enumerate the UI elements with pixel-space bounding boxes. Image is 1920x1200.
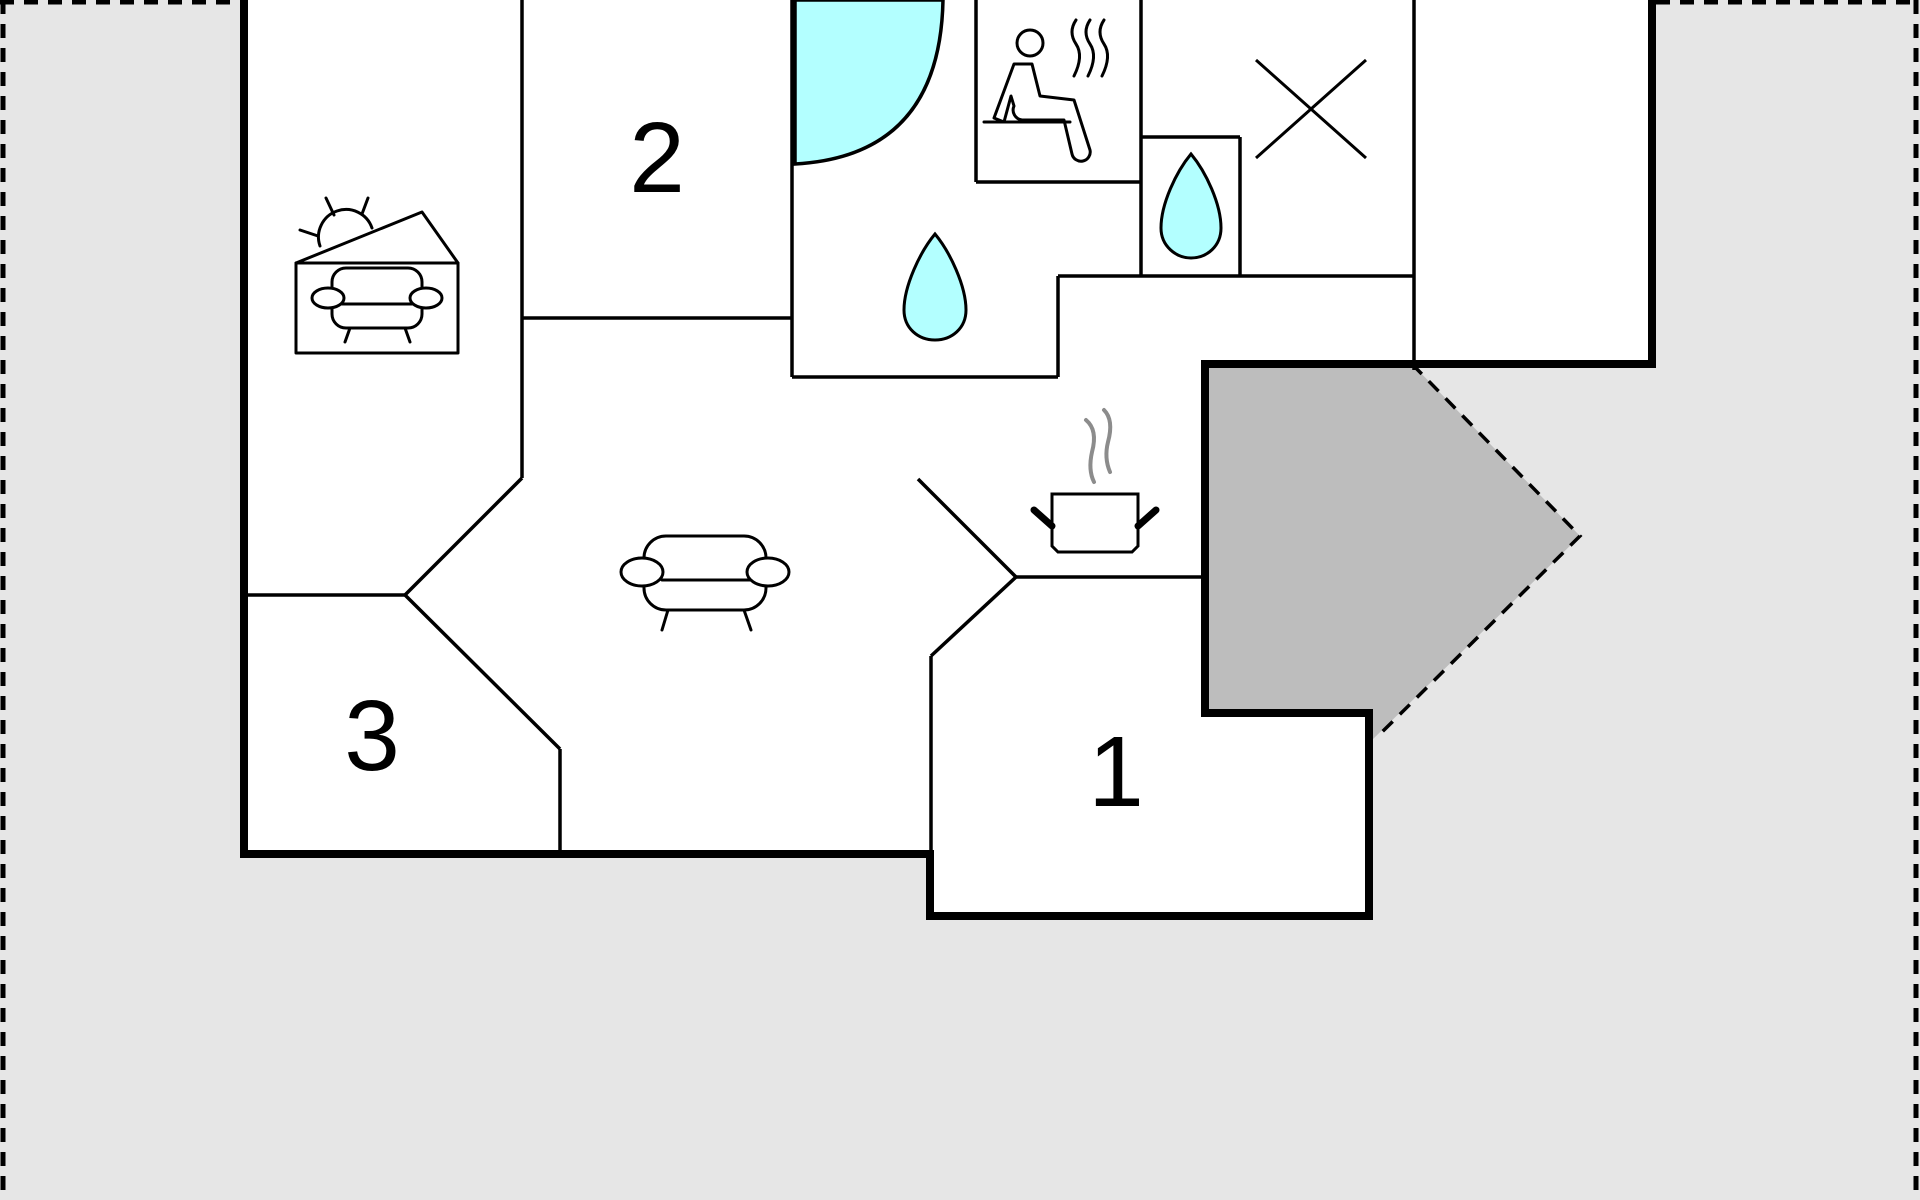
sauna-icon <box>982 18 1109 163</box>
terrace-dashed-edge <box>1374 362 1583 740</box>
exterior-walls <box>240 0 1656 920</box>
room-label-2: 2 <box>629 102 685 214</box>
cooking-pot-icon <box>1030 408 1160 554</box>
house-interior <box>244 0 1652 916</box>
toilet-drop-icon <box>1159 151 1223 260</box>
shower-drop-icon <box>902 231 968 342</box>
inner-walls <box>244 0 1416 852</box>
room-label-3: 3 <box>344 680 400 792</box>
sofa-icon <box>619 534 791 632</box>
pool-area <box>793 0 945 166</box>
room-label-1: 1 <box>1088 716 1144 828</box>
cross-icon <box>1255 58 1367 160</box>
terrace-area <box>1205 364 1580 743</box>
conservatory-icon <box>294 196 460 355</box>
